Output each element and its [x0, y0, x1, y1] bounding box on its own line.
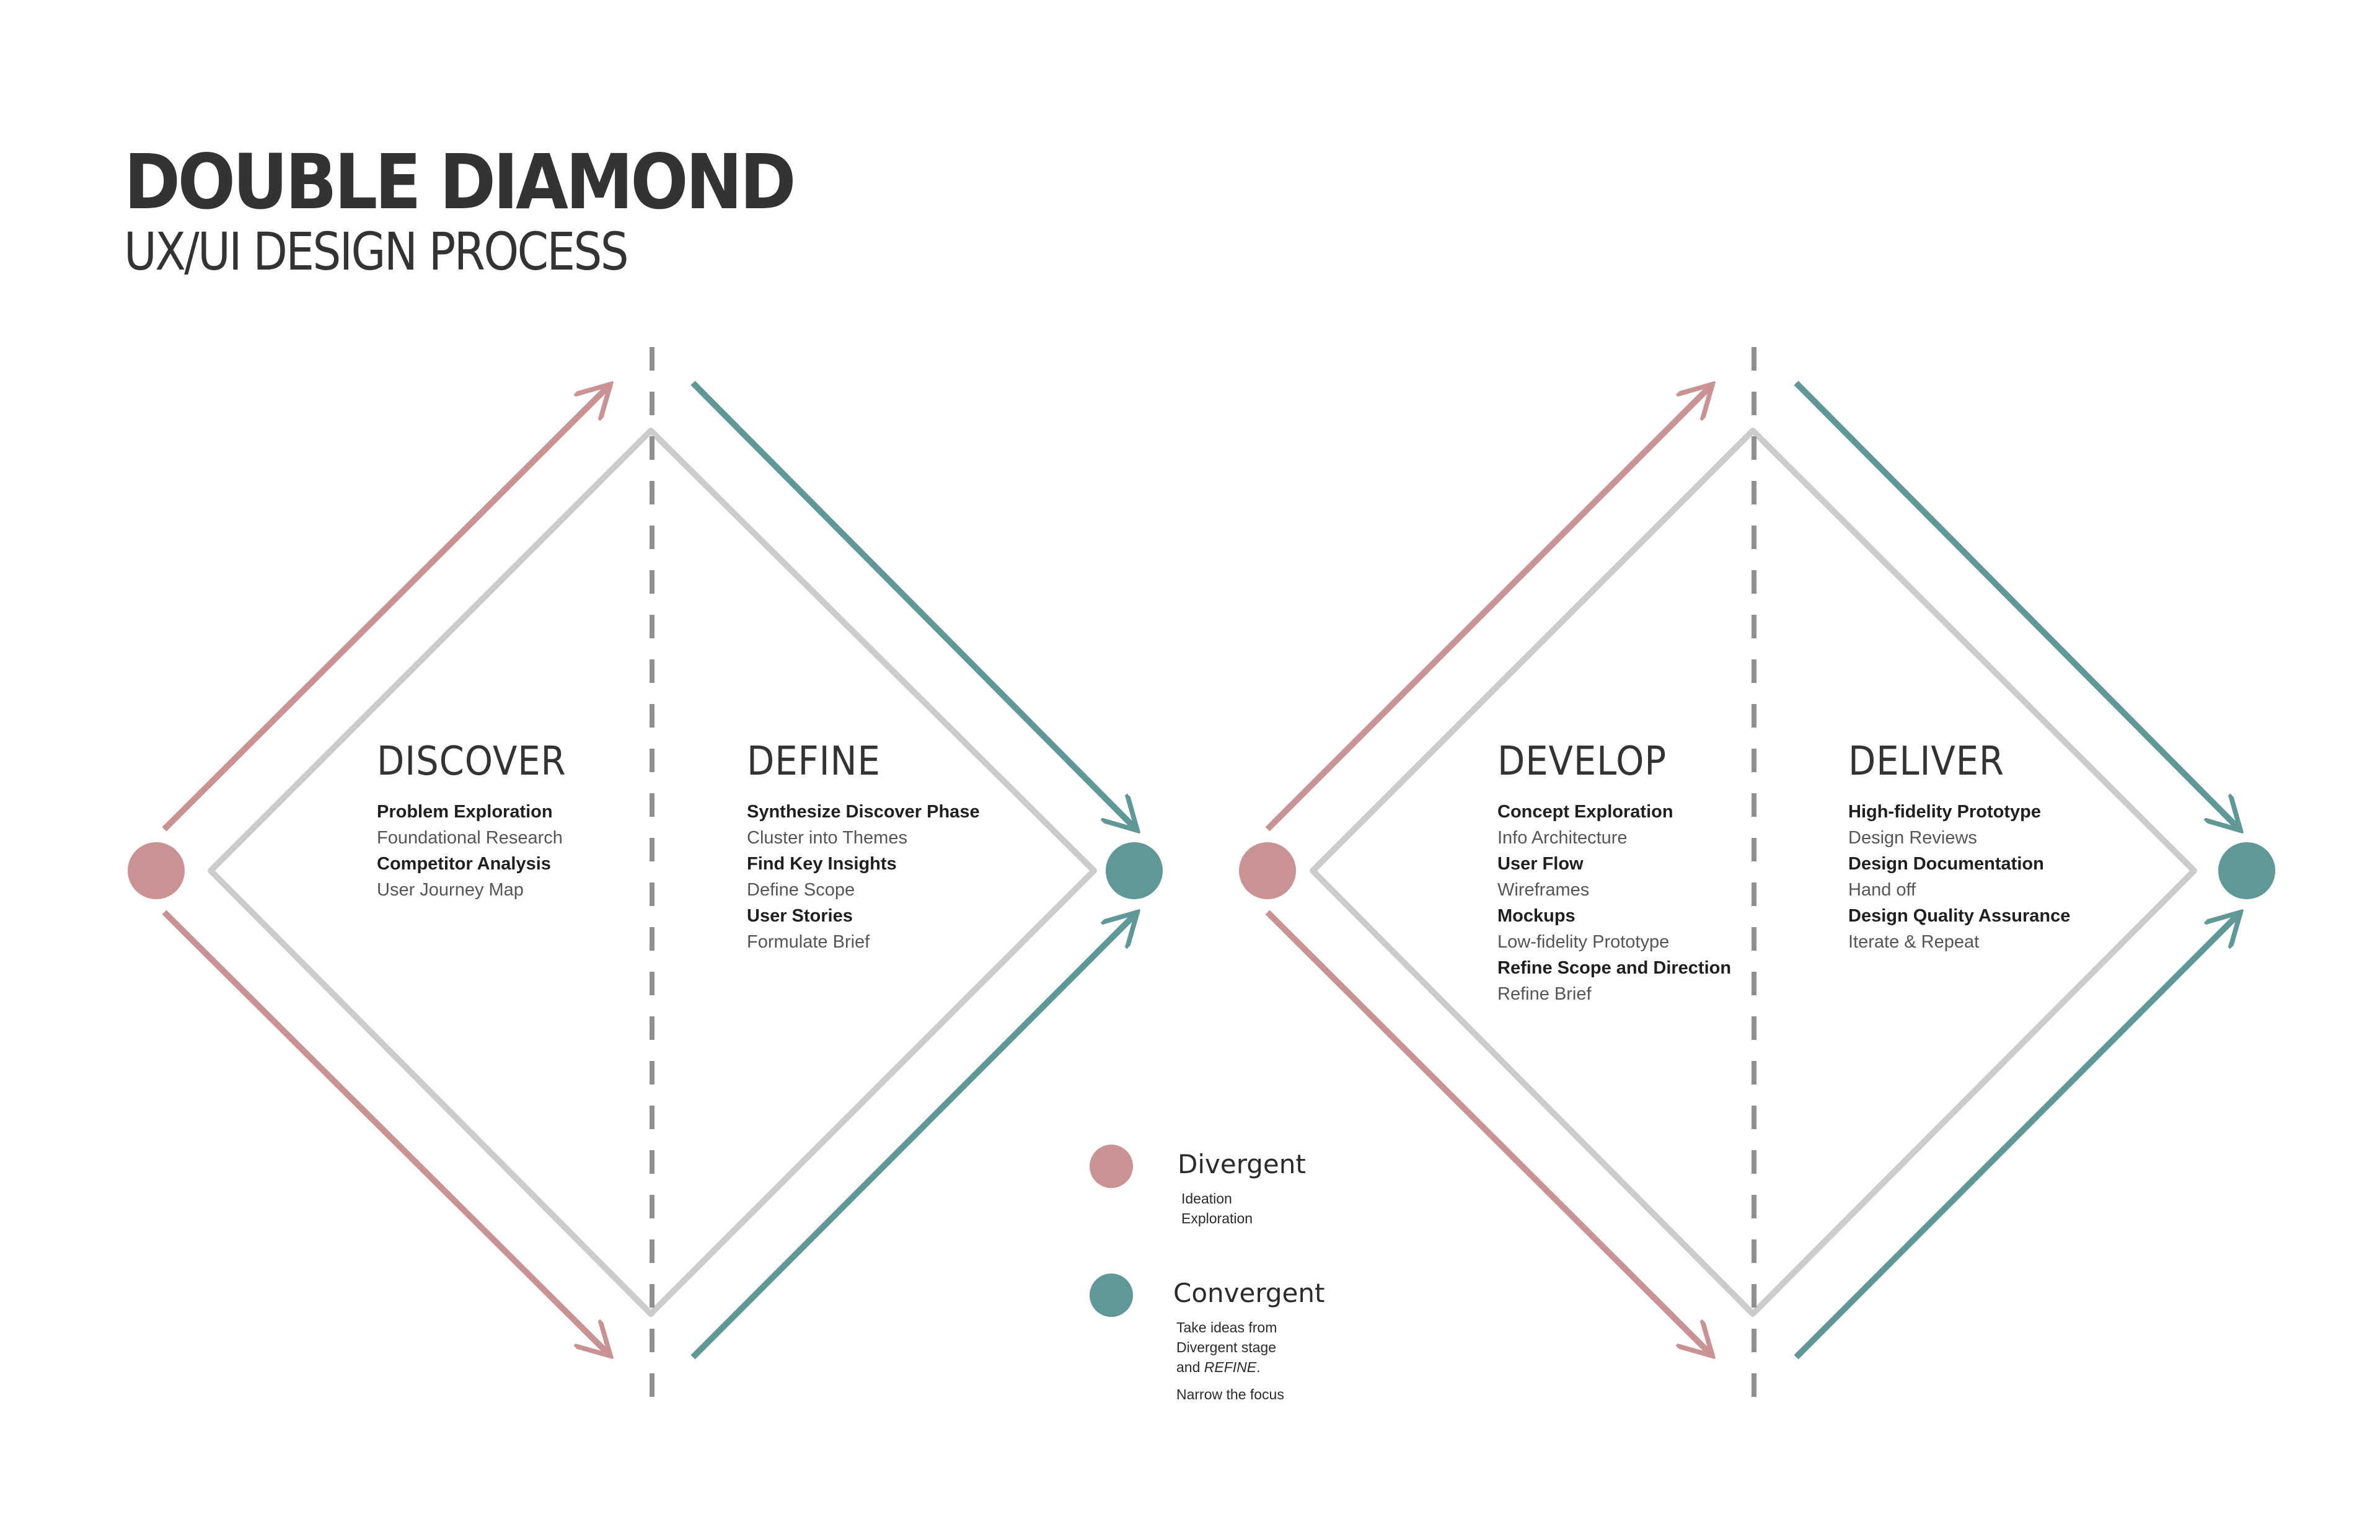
phase-activity-item: Iterate & Repeat [1848, 932, 1980, 952]
phase-title: DELIVER [1848, 739, 2004, 785]
legend-convergent-line: Take ideas from [1176, 1319, 1277, 1335]
phase-activity-item: Problem Exploration [377, 802, 553, 822]
define-converge-arrow-up [690, 912, 1137, 1360]
page-subtitle: UX/UI DESIGN PROCESS [124, 221, 629, 283]
phase-activity-item: User Stories [747, 906, 853, 926]
define-converge-arrow-down [690, 381, 1137, 830]
diamond-1-start-node [128, 842, 185, 899]
legend-convergent-line: Divergent stage [1176, 1339, 1277, 1355]
phase-activity-item: User Flow [1497, 854, 1584, 874]
diamond-1-outline [208, 428, 1097, 1317]
legend-convergent: Convergent Take ideas from Divergent sta… [1173, 1280, 1324, 1404]
diamond-2-outline [1310, 428, 2197, 1317]
develop-diverge-arrow-down [1265, 910, 1712, 1356]
legend-divergent: Divergent Ideation Exploration [1178, 1151, 1306, 1228]
header: DOUBLE DIAMOND UX/UI DESIGN PROCESS [124, 143, 868, 279]
phase-activity-item: Mockups [1497, 906, 1576, 926]
phase-title: DEVELOP [1497, 739, 1667, 785]
phase-activity-item: Info Architecture [1497, 828, 1628, 848]
phase-activity-item: Foundational Research [377, 828, 563, 848]
phase-activity-item: Design Documentation [1848, 854, 2044, 874]
legend-convergent-dot [1090, 1274, 1133, 1317]
phase-activity-item: User Journey Map [377, 880, 524, 900]
legend-emphasis: REFINE [1204, 1359, 1257, 1375]
phase-activity-item: Define Scope [747, 880, 855, 900]
phase-activity-item: Wireframes [1497, 880, 1590, 900]
diamond-2-start-node [1239, 842, 1296, 899]
discover-diverge-arrow-up [162, 384, 610, 832]
phase-activity-item: Design Reviews [1848, 828, 1977, 848]
legend-convergent-line: Narrow the focus [1176, 1386, 1284, 1402]
legend-text: and [1176, 1359, 1204, 1375]
deliver-converge-arrow-up [1794, 912, 2241, 1360]
legend-divergent-line: Exploration [1181, 1210, 1253, 1226]
legend-convergent-line: and REFINE. [1176, 1357, 1324, 1377]
deliver-converge-arrow-down [1794, 381, 2241, 830]
legend-text: . [1256, 1359, 1261, 1375]
phase-activity-item: Concept Exploration [1497, 802, 1673, 822]
phase-activity-item: Hand off [1848, 880, 1916, 900]
page-title: DOUBLE DIAMOND [124, 138, 796, 226]
discover-diverge-arrow-down [162, 910, 610, 1356]
phase-title: DISCOVER [377, 739, 566, 785]
phase-activity-item: Competitor Analysis [377, 854, 551, 874]
phase-activity-item: Design Quality Assurance [1848, 906, 2071, 926]
phase-activity-item: Refine Brief [1497, 984, 1592, 1004]
develop-diverge-arrow-up [1265, 384, 1712, 832]
phase-title: DEFINE [747, 739, 881, 785]
diamond-1-end-node [1106, 842, 1163, 899]
phase-activity-item: Synthesize Discover Phase [747, 802, 980, 822]
phase-activity-item: Find Key Insights [747, 854, 897, 874]
phase-activity-item: Low-fidelity Prototype [1497, 932, 1670, 952]
phase-activity-item: Refine Scope and Direction [1497, 958, 1732, 978]
phase-activity-item: Cluster into Themes [747, 828, 907, 848]
legend-divergent-label: Divergent [1178, 1149, 1306, 1179]
legend-divergent-line: Ideation [1181, 1190, 1232, 1207]
diamond-2-end-node [2218, 842, 2275, 899]
phase-activity-item: High-fidelity Prototype [1848, 802, 2041, 822]
legend-convergent-label: Convergent [1173, 1278, 1325, 1308]
phase-activity-item: Formulate Brief [747, 932, 870, 952]
legend-divergent-dot [1090, 1145, 1133, 1188]
